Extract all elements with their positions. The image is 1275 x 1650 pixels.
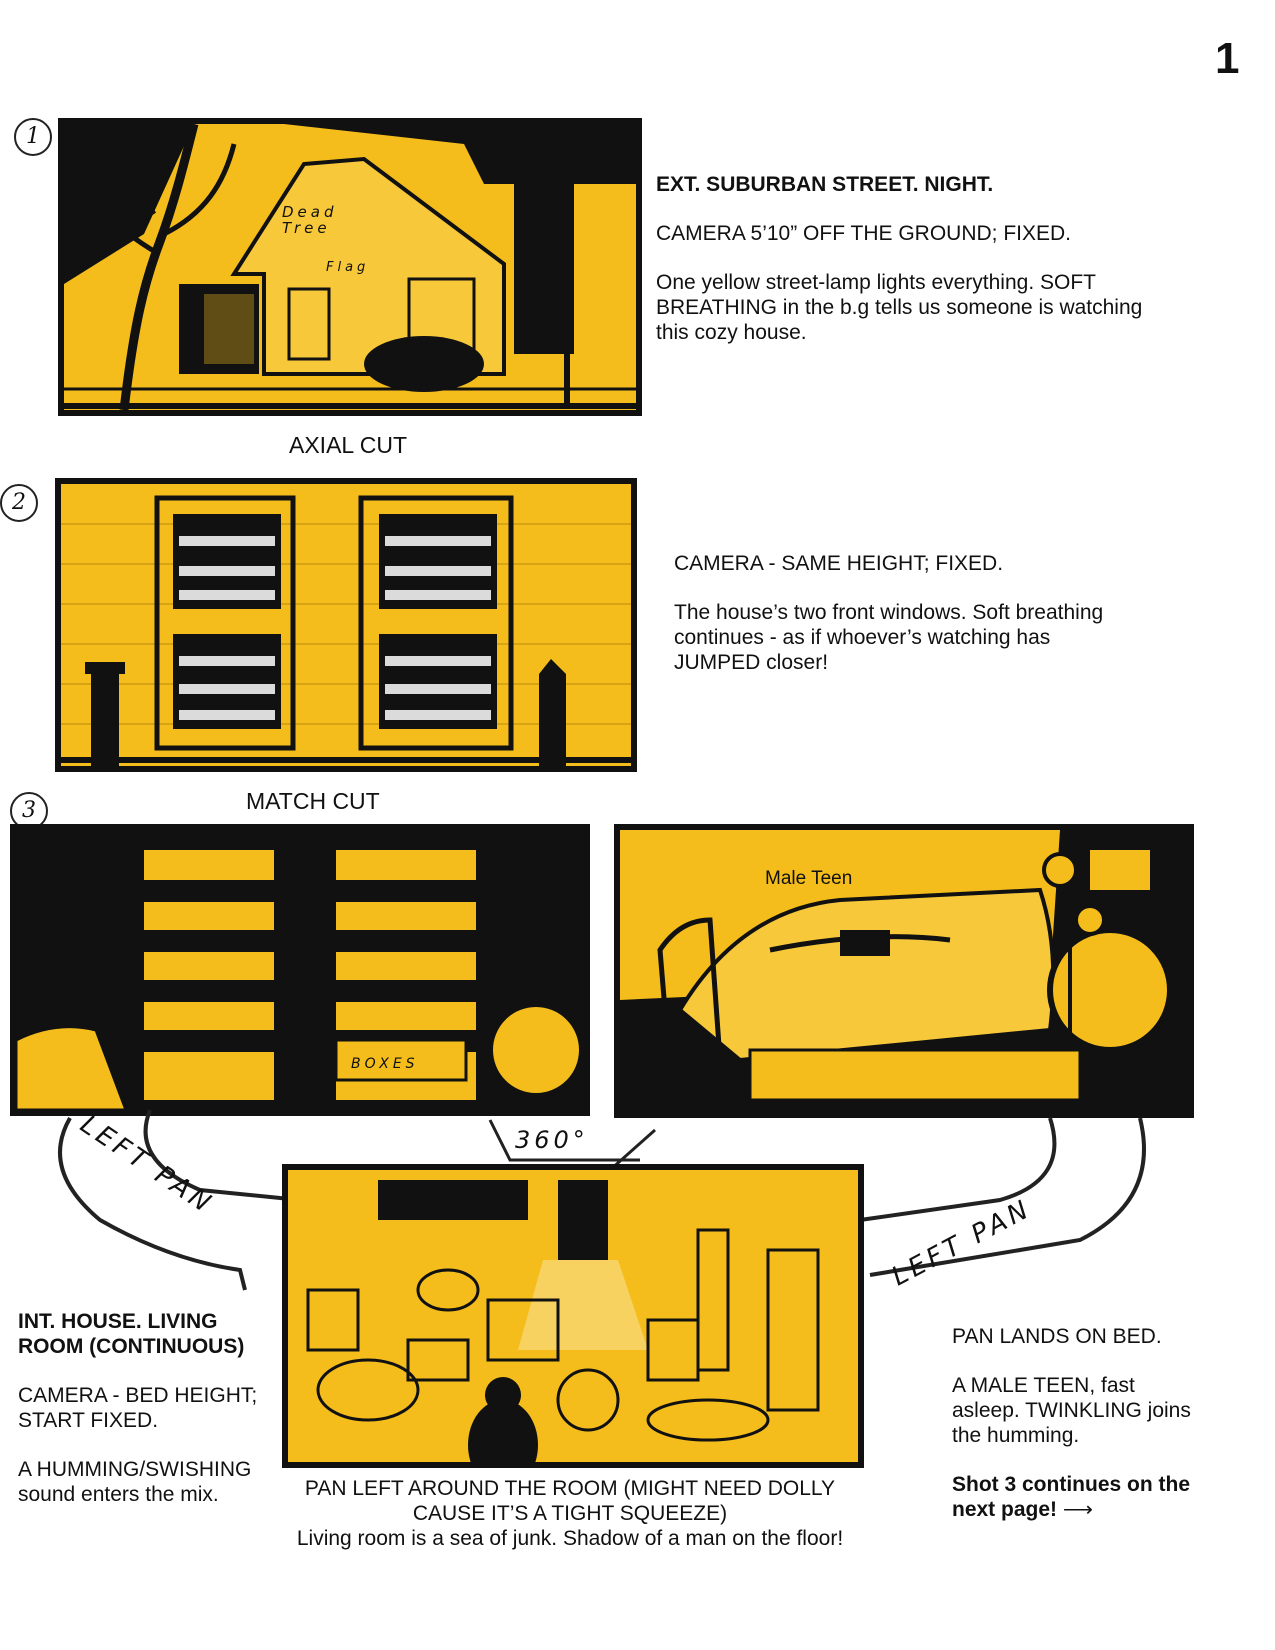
house-exterior-drawing <box>64 124 636 410</box>
shot-3-bed-panel: Male Teen <box>614 824 1194 1118</box>
shot-1-notes: EXT. SUBURBAN STREET. NIGHT. CAMERA 5’10… <box>656 172 1156 369</box>
shot-2-number: 2 <box>0 484 38 522</box>
shot-1-camera: CAMERA 5’10” OFF THE GROUND; FIXED. <box>656 222 1072 245</box>
male-teen-label: Male Teen <box>765 868 853 889</box>
continues-text: Shot 3 continues on the next page! <box>952 1473 1191 1521</box>
bed-drawing <box>620 830 1188 1112</box>
pan-caption: PAN LEFT AROUND THE ROOM (MIGHT NEED DOL… <box>270 1476 870 1551</box>
match-cut-label: MATCH CUT <box>246 788 380 814</box>
arrow-right-icon: ⟶ <box>1062 1498 1093 1521</box>
shot-2-camera: CAMERA - SAME HEIGHT; FIXED. <box>674 552 1004 575</box>
pan-caption-line-3: Living room is a sea of junk. Shadow of … <box>296 1527 844 1550</box>
shot-3-heading: INT. HOUSE. LIVING ROOM (CONTINUOUS) <box>18 1310 245 1358</box>
shot-1-number: 1 <box>14 118 52 156</box>
interior-windows-drawing <box>16 830 584 1110</box>
page-number: 1 <box>1215 34 1240 83</box>
pan-caption-line-2: CAUSE IT’S A TIGHT SQUEEZE) <box>412 1502 728 1525</box>
shot-1-panel: Dead Tree Flag <box>58 118 642 416</box>
shot-3-camera: CAMERA - BED HEIGHT; START FIXED. <box>18 1384 258 1432</box>
front-windows-drawing <box>61 484 631 766</box>
dead-tree-label: Dead Tree <box>282 203 338 237</box>
shot-1-description: One yellow street-lamp lights everything… <box>656 271 1143 344</box>
shot-1-heading: EXT. SUBURBAN STREET. NIGHT. <box>656 173 994 196</box>
shot-3-description: A HUMMING/SWISHING sound enters the mix. <box>18 1458 252 1506</box>
living-room-drawing <box>288 1170 858 1462</box>
bed-description: A MALE TEEN, fast asleep. TWINKLING join… <box>952 1374 1191 1447</box>
shot-3-notes: INT. HOUSE. LIVING ROOM (CONTINUOUS) CAM… <box>18 1309 268 1531</box>
shot-3-windows-panel: BOXES <box>10 824 590 1116</box>
pan-lands-text: PAN LANDS ON BED. <box>952 1325 1162 1348</box>
shot-3-living-room-panel <box>282 1164 864 1468</box>
pan-caption-line-1: PAN LEFT AROUND THE ROOM (MIGHT NEED DOL… <box>304 1477 836 1500</box>
shot-2-panel <box>55 478 637 772</box>
pan-arrows-doodle <box>58 1109 1146 1291</box>
shot-3-bed-notes: PAN LANDS ON BED. A MALE TEEN, fast asle… <box>952 1324 1192 1522</box>
rotation-label: 360° <box>515 1126 589 1154</box>
shot-2-notes: CAMERA - SAME HEIGHT; FIXED. The house’s… <box>674 551 1114 699</box>
axial-cut-label: AXIAL CUT <box>289 432 408 458</box>
flag-label: Flag <box>326 260 370 275</box>
shot-2-description: The house’s two front windows. Soft brea… <box>674 601 1104 674</box>
boxes-label: BOXES <box>351 1056 419 1072</box>
continues-note: Shot 3 continues on the next page! ⟶ <box>952 1472 1192 1522</box>
